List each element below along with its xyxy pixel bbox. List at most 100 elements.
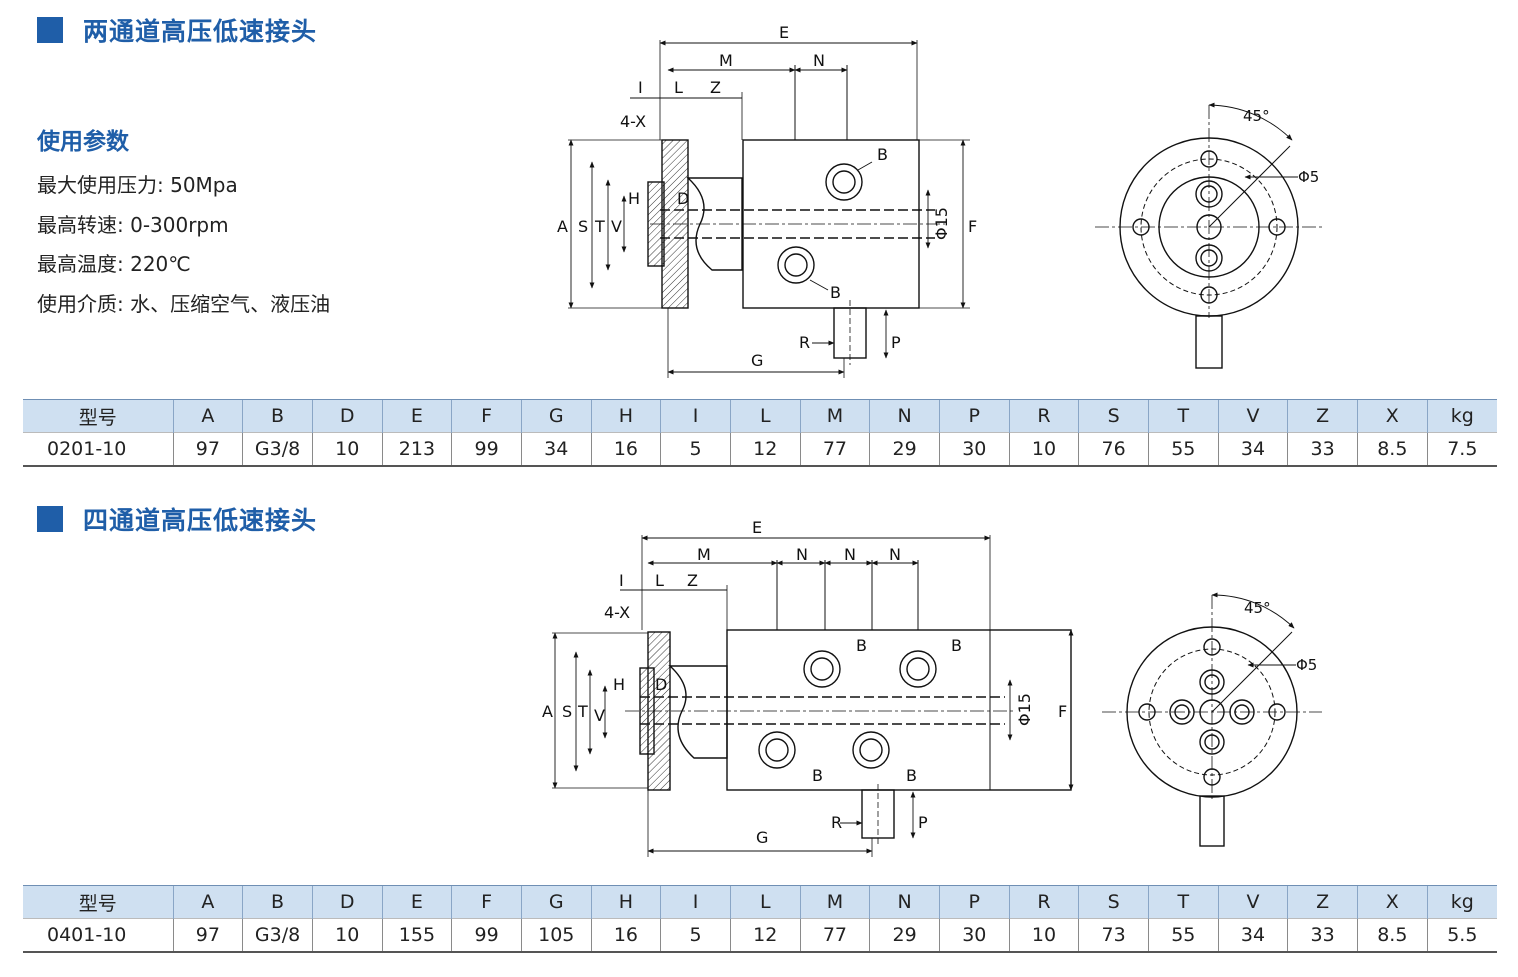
- table-header: E: [381, 885, 452, 919]
- table-cell: 77: [799, 918, 870, 953]
- table-cell: 99: [451, 918, 522, 953]
- dim-label-R: R: [799, 333, 810, 352]
- table-cell: 10: [311, 918, 383, 953]
- spec-table-4ch: 型号 A B D E F G H I L M N P R S T V Z X k…: [23, 885, 1497, 953]
- table-header: N: [869, 885, 940, 919]
- table-cell: 10: [311, 432, 383, 467]
- table-header: H: [590, 885, 661, 919]
- dim-label-T-4ch: T: [577, 702, 588, 721]
- dim-label-A-4ch: A: [542, 702, 553, 721]
- param-max-pressure: 最大使用压力: 50Mpa: [37, 173, 238, 197]
- table-header-row: 型号 A B D E F G H I L M N P R S T V Z X k…: [23, 399, 1497, 433]
- table-cell: 55: [1147, 432, 1219, 467]
- table-header: G: [520, 399, 592, 433]
- table-header: V: [1217, 885, 1288, 919]
- table-cell: 155: [381, 918, 452, 953]
- table-header: H: [590, 399, 661, 433]
- dim-label-phi5-4ch: Φ5: [1296, 656, 1317, 674]
- dim-label-N3-4ch: N: [889, 545, 901, 564]
- table-cell: 30: [938, 918, 1010, 953]
- table-cell: 97: [172, 432, 243, 467]
- drawing-2ch-side: [568, 40, 970, 378]
- table-header: M: [799, 885, 870, 919]
- table-header: B: [242, 399, 313, 433]
- table-cell: 0201-10: [23, 432, 174, 467]
- dim-label-F: F: [968, 217, 977, 236]
- port-label-B-bottom: B: [830, 283, 841, 302]
- table-header: A: [172, 885, 243, 919]
- table-cell: 5.5: [1426, 918, 1497, 953]
- dim-label-E: E: [779, 23, 789, 42]
- table-header: N: [869, 399, 940, 433]
- section-title-2ch: 两通道高压低速接头: [37, 12, 317, 48]
- table-header: P: [938, 885, 1010, 919]
- table-cell: 34: [520, 432, 592, 467]
- port-label-B-top: B: [877, 145, 888, 164]
- table-header: E: [381, 399, 452, 433]
- table-header: F: [451, 885, 522, 919]
- dim-label-R-4ch: R: [831, 813, 842, 832]
- table-cell: 29: [869, 432, 940, 467]
- table-cell: 10: [1008, 432, 1079, 467]
- drawing-2ch-labels: E M N I L Z 4-X H D A S T V B B Φ15 F R …: [557, 23, 977, 370]
- table-cell: 97: [172, 918, 243, 953]
- section1-title-text: 两通道高压低速接头: [83, 17, 318, 46]
- table-row: 0201-10 97 G3/8 10 213 99 34 16 5 12 77 …: [23, 432, 1497, 467]
- section-marker-icon: [37, 17, 63, 43]
- table-header: S: [1078, 399, 1149, 433]
- dim-label-45deg-4ch: 45°: [1244, 599, 1271, 617]
- port-label-B4-4ch: B: [906, 766, 917, 785]
- table-header-row: 型号 A B D E F G H I L M N P R S T V Z X k…: [23, 885, 1497, 919]
- table-cell: G3/8: [242, 918, 313, 953]
- table-header: A: [172, 399, 243, 433]
- table-cell: 55: [1147, 918, 1219, 953]
- dim-label-L-4ch: L: [655, 571, 664, 590]
- table-cell: 10: [1008, 918, 1079, 953]
- table-header: R: [1008, 885, 1079, 919]
- table-cell: 12: [729, 918, 801, 953]
- table-cell: 16: [590, 918, 661, 953]
- table-header: S: [1078, 885, 1149, 919]
- dim-label-V: V: [611, 217, 622, 236]
- table-header: 型号: [23, 885, 174, 919]
- param-max-temp: 最高温度: 220℃: [37, 252, 191, 276]
- params-heading: 使用参数: [37, 129, 129, 155]
- table-header: T: [1147, 885, 1219, 919]
- table-header: V: [1217, 399, 1288, 433]
- table-cell: 8.5: [1356, 432, 1428, 467]
- dim-label-I: I: [638, 78, 643, 97]
- table-cell: 76: [1078, 432, 1149, 467]
- dim-label-Z: Z: [710, 78, 721, 97]
- table-header: M: [799, 399, 870, 433]
- drawing-2ch-end-labels: 45° Φ5: [1243, 107, 1319, 186]
- dim-label-V-4ch: V: [594, 706, 605, 725]
- table-cell: 213: [381, 432, 452, 467]
- table-header: D: [311, 399, 383, 433]
- table-header: T: [1147, 399, 1219, 433]
- dim-label-4X-4ch: 4-X: [604, 603, 630, 622]
- table-cell: 73: [1078, 918, 1149, 953]
- port-label-B3-4ch: B: [812, 766, 823, 785]
- table-header: kg: [1426, 399, 1497, 433]
- dim-label-T: T: [594, 217, 605, 236]
- dim-label-M-4ch: M: [697, 545, 711, 564]
- dim-label-N2-4ch: N: [844, 545, 856, 564]
- table-cell: 5: [660, 918, 731, 953]
- dim-label-L: L: [674, 78, 683, 97]
- table-cell: 7.5: [1426, 432, 1497, 467]
- table-header: G: [520, 885, 592, 919]
- section-marker-icon: [37, 506, 63, 532]
- table-header: F: [451, 399, 522, 433]
- table-row: 0401-10 97 G3/8 10 155 99 105 16 5 12 77…: [23, 918, 1497, 953]
- table-header: D: [311, 885, 383, 919]
- param-max-speed: 最高转速: 0-300rpm: [37, 212, 229, 237]
- table-cell: 29: [869, 918, 940, 953]
- section-title-4ch: 四通道高压低速接头: [37, 501, 317, 537]
- dim-label-S: S: [578, 217, 588, 236]
- table-cell: 8.5: [1356, 918, 1428, 953]
- usage-parameters: 使用参数 最大使用压力: 50Mpa 最高转速: 0-300rpm 最高温度: …: [37, 122, 330, 324]
- table-header: L: [729, 399, 801, 433]
- table-cell: 33: [1287, 432, 1358, 467]
- drawing-4ch-labels: E M N N N I L Z 4-X H D A S T V B B B B …: [542, 518, 1067, 847]
